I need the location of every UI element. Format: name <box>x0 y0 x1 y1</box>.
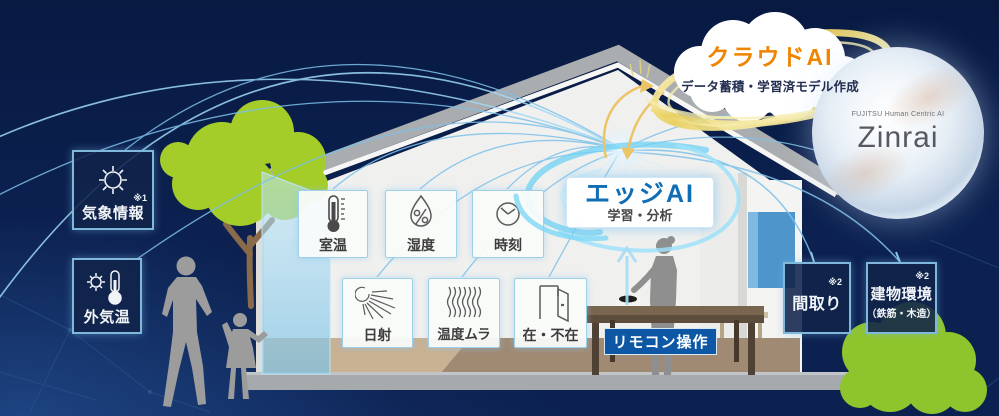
weather-info-box: ※1 気象情報 <box>72 150 154 230</box>
edge-ai-subtitle: 学習・分析 <box>607 207 673 223</box>
sunlight-box: 日射 <box>342 278 413 348</box>
temperature-variation-icon <box>446 286 482 317</box>
remote-control-text: リモコン操作 <box>612 334 709 351</box>
box-connectors <box>810 251 901 263</box>
edge-ai-title: エッジAI <box>584 179 695 208</box>
time-box: 時刻 <box>472 190 544 258</box>
footnote-2b: ※2 <box>915 271 929 281</box>
family-silhouette <box>162 256 268 407</box>
foundation <box>244 372 850 390</box>
building-env-box: ※2 建物環境 （鉄筋・木造） <box>866 262 937 334</box>
cloud-ai-title: クラウドAI <box>706 44 834 70</box>
sunlight-label: 日射 <box>363 326 392 343</box>
cloud-ai-label: クラウドAI データ蓄積・学習済モデル作成 <box>656 44 884 95</box>
outdoor-temp-box: 外気温 <box>72 258 142 334</box>
door-presence-icon <box>538 285 569 323</box>
floor-plan-box: ※2 間取り <box>783 262 851 334</box>
presence-label: 在・不在 <box>522 326 579 343</box>
thermometer-icon <box>327 195 345 233</box>
room-temp-box: 室温 <box>298 190 368 258</box>
cloud-ai-subtitle: データ蓄積・学習済モデル作成 <box>681 79 859 94</box>
floor-plan-label: 間取り <box>792 296 842 313</box>
zinrai-product: Zinrai <box>857 120 939 154</box>
presence-box: 在・不在 <box>514 278 587 348</box>
temp-variation-label: 温度ムラ <box>437 327 491 343</box>
sun-icon <box>99 166 127 194</box>
footnote-1: ※1 <box>133 193 147 203</box>
side-table <box>716 312 768 368</box>
zinrai-brand: FUJITSU Human Centric AI <box>851 110 945 118</box>
weather-info-label: 気象情報 <box>81 205 144 222</box>
remote-control-label: リモコン操作 <box>604 328 717 355</box>
building-env-sub: （鉄筋・木造） <box>866 308 937 320</box>
outdoor-temp-label: 外気温 <box>83 309 131 326</box>
clock-icon <box>496 202 520 227</box>
temp-variation-box: 温度ムラ <box>428 278 500 348</box>
building-env-label: 建物環境 <box>870 285 933 303</box>
sunshine-icon <box>354 287 395 320</box>
sun-thermometer-icon <box>87 270 122 305</box>
footnote-2a: ※2 <box>828 277 842 287</box>
humidity-icon <box>410 195 432 228</box>
room-temp-label: 室温 <box>319 236 347 253</box>
time-label: 時刻 <box>494 236 522 253</box>
cloud-edge-arrows <box>602 79 665 160</box>
remote-arrow <box>616 245 638 305</box>
edge-ai-box: エッジAI 学習・分析 <box>566 177 714 228</box>
humidity-box: 湿度 <box>385 190 457 258</box>
bowl <box>615 296 641 310</box>
humidity-label: 湿度 <box>407 236 435 253</box>
